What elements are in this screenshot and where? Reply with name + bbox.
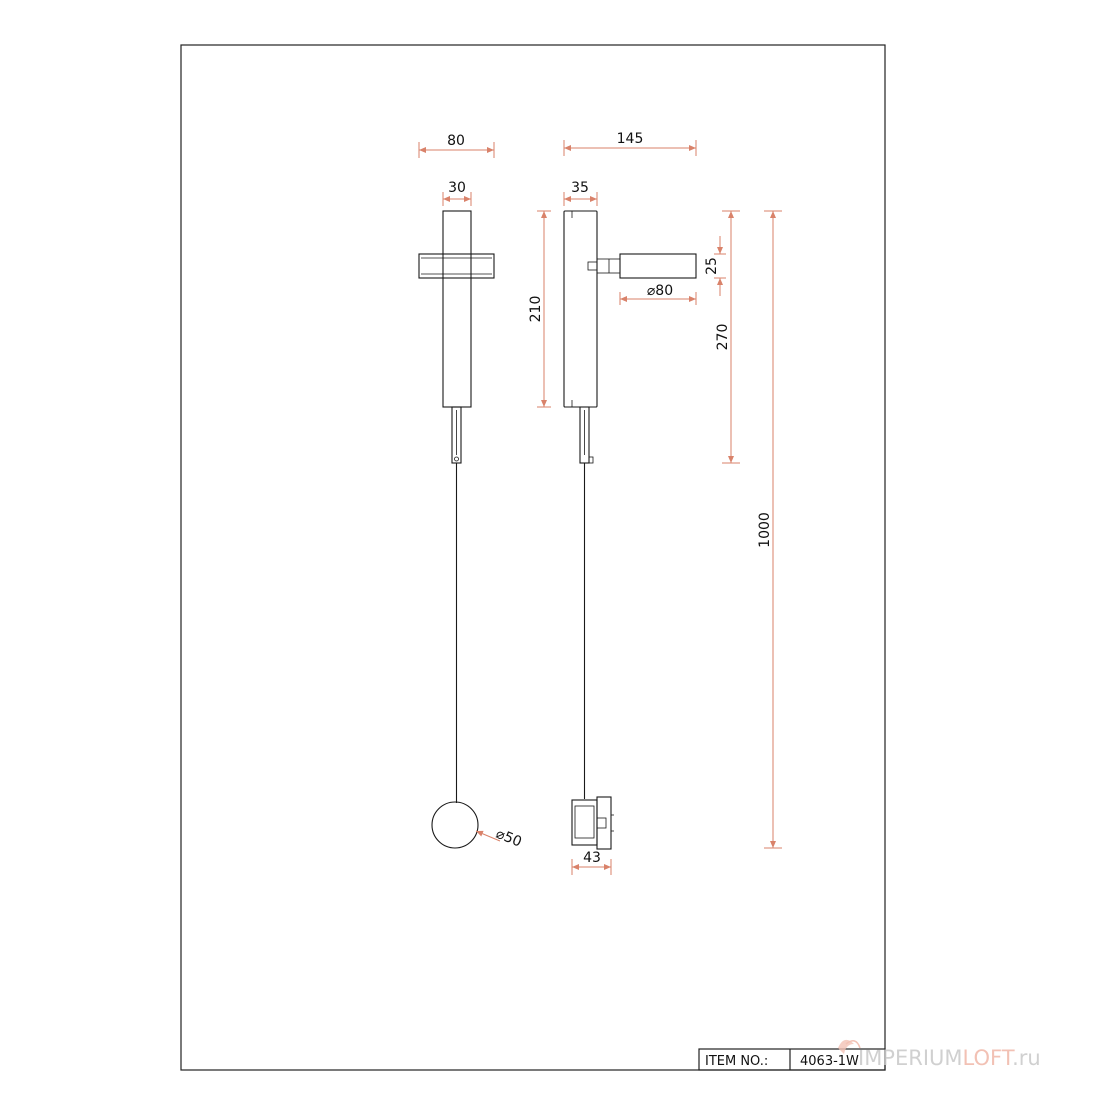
dim-head-height: 25 (704, 257, 720, 275)
dim-side-body-height: 210 (528, 296, 544, 323)
drawing-frame (180, 44, 886, 1071)
side-view: 145 35 210 25 ⌀80 270 1000 (528, 131, 782, 875)
title-block: ITEM NO.: 4063-1W (698, 1048, 886, 1071)
dim-head-drop: 270 (715, 324, 731, 351)
dim-front-width: 80 (447, 133, 465, 149)
front-view: 80 30 ⌀50 (418, 133, 524, 851)
dim-side-stem-width: 35 (571, 180, 589, 196)
watermark-part2: LOFT (963, 1046, 1015, 1070)
watermark-part1: IMPERIUM (858, 1046, 963, 1070)
side-body (563, 210, 598, 408)
front-disc (431, 801, 479, 849)
item-number-label: ITEM NO.: (705, 1054, 768, 1069)
dim-disc-diameter: ⌀50 (494, 826, 524, 851)
front-crossbar (418, 253, 495, 279)
dim-front-stem-width: 30 (448, 180, 466, 196)
item-number-value: 4063-1W (800, 1054, 859, 1069)
dim-head-diameter: ⌀80 (647, 283, 673, 299)
side-head (619, 253, 697, 279)
dim-total-height: 1000 (757, 512, 773, 548)
watermark-part3: .ru (1012, 1046, 1041, 1070)
dim-base-width: 43 (583, 850, 601, 866)
front-stem (442, 210, 472, 408)
svg-text:IMPERIUMLOFT.ru: IMPERIUMLOFT.ru (858, 1046, 1041, 1070)
watermark-logo: IMPERIUMLOFT.ru (838, 1039, 1041, 1070)
dim-side-width: 145 (617, 131, 644, 147)
